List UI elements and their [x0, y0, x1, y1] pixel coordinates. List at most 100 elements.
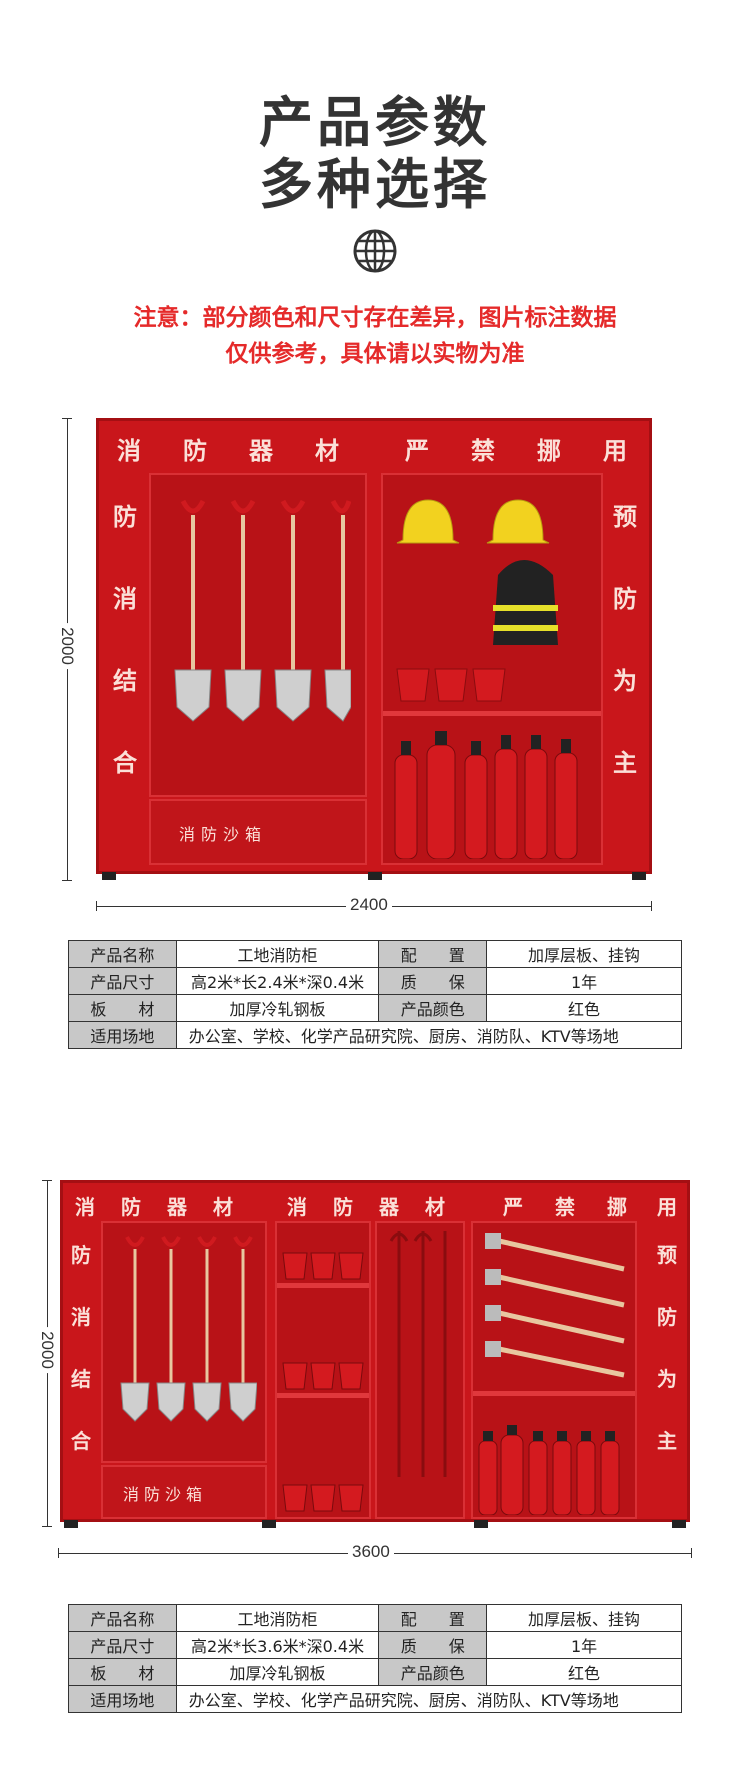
- cab-char: 主: [613, 749, 637, 777]
- height-label: 2000: [56, 623, 77, 669]
- cab-char: 材: [425, 1195, 445, 1219]
- fire-extinguishers-icon: [477, 1421, 631, 1516]
- dim-cap: [651, 901, 652, 911]
- cab-char: 禁: [471, 437, 495, 465]
- cab-char: 主: [657, 1429, 677, 1453]
- fire-buckets-icon: [281, 1361, 367, 1391]
- spec-value: 红色: [486, 1658, 682, 1686]
- cab-char: 防: [183, 437, 207, 465]
- dim-cap: [42, 1526, 52, 1527]
- cab-char: 挪: [537, 437, 561, 465]
- spec-key: 配 置: [378, 940, 488, 968]
- bucket-compartment: [275, 1221, 371, 1519]
- cab-char: 防: [113, 503, 137, 531]
- cab-char: 防: [121, 1195, 141, 1219]
- spec-value: 1年: [486, 967, 682, 995]
- width-label: 2400: [346, 895, 392, 915]
- tool-compartment: [149, 473, 367, 797]
- cab-char: 禁: [555, 1195, 575, 1219]
- cab-char: 严: [503, 1195, 523, 1219]
- width-label: 3600: [348, 1542, 394, 1562]
- equipment-compartment: [471, 1221, 637, 1519]
- cab-char: 防: [71, 1243, 91, 1267]
- sand-box: 消防沙箱: [149, 799, 367, 865]
- spec-key: 质 保: [378, 1631, 488, 1659]
- cab-char: 用: [603, 437, 627, 465]
- fire-buckets-icon: [281, 1251, 367, 1281]
- cab-char: 器: [249, 437, 273, 465]
- cab-char: 消: [113, 585, 137, 613]
- cab-char: 防: [657, 1305, 677, 1329]
- cab-char: 消: [71, 1305, 91, 1329]
- cab-char: 为: [657, 1367, 677, 1391]
- fire-axes-icon: [479, 1229, 629, 1379]
- dim-cap: [691, 1548, 692, 1558]
- cab-char: 结: [71, 1367, 91, 1391]
- cab-char: 器: [167, 1195, 187, 1219]
- cab-char: 消: [75, 1195, 95, 1219]
- cabinet-foot: [64, 1520, 78, 1528]
- spec-value: 加厚层板、挂钩: [486, 940, 682, 968]
- globe-icon: [352, 228, 398, 274]
- fire-cabinet-3600: 消防沙箱: [60, 1180, 690, 1522]
- height-label: 2000: [36, 1327, 57, 1373]
- cab-char: 预: [657, 1243, 677, 1267]
- fire-cabinet-2400: 消防沙箱: [96, 418, 652, 874]
- cab-char: 消: [287, 1195, 307, 1219]
- cab-char: 挪: [607, 1195, 627, 1219]
- cab-char: 严: [405, 437, 429, 465]
- spec-key: 适用场地: [68, 1685, 177, 1713]
- shelf: [277, 1283, 369, 1288]
- page-title-line1: 产品参数: [259, 91, 491, 154]
- cabinet-foot: [632, 872, 646, 880]
- spec-key: 板 材: [68, 1658, 177, 1686]
- cab-char: 消: [117, 437, 141, 465]
- table-row: 板 材 加厚冷轧钢板 产品颜色 红色: [68, 994, 682, 1022]
- cab-char: 为: [613, 667, 637, 695]
- cab-char: 合: [113, 749, 137, 777]
- cabinet-foot: [262, 1520, 276, 1528]
- page-title-line2: 多种选择: [259, 153, 491, 216]
- spec-key: 配 置: [378, 1604, 488, 1632]
- table-row: 产品尺寸 高2米*长3.6米*深0.4米 质 保 1年: [68, 1631, 682, 1659]
- cabinet-foot: [474, 1520, 488, 1528]
- sand-box-label: 消防沙箱: [179, 825, 268, 844]
- fire-extinguishers-icon: [391, 725, 597, 860]
- spec-value: 1年: [486, 1631, 682, 1659]
- spec-value: 工地消防柜: [175, 1604, 380, 1632]
- cab-char: 材: [213, 1195, 233, 1219]
- dim-cap: [62, 880, 72, 881]
- equipment-compartment: [381, 473, 603, 865]
- table-row: 产品尺寸 高2米*长2.4米*深0.4米 质 保 1年: [68, 967, 682, 995]
- spec-key: 产品名称: [68, 1604, 177, 1632]
- spec-key: 产品颜色: [378, 994, 488, 1022]
- spec-key: 适用场地: [68, 1021, 177, 1049]
- cab-char: 合: [71, 1429, 91, 1453]
- fire-buckets-icon: [281, 1483, 367, 1513]
- notice-line2: 仅供参考，具体请以实物为准: [225, 341, 525, 367]
- sand-box: 消防沙箱: [101, 1465, 267, 1519]
- cab-char: 防: [333, 1195, 353, 1219]
- shovels-icon: [171, 495, 352, 725]
- spec-value: 红色: [486, 994, 682, 1022]
- shelf: [277, 1393, 369, 1398]
- cab-char: 防: [613, 585, 637, 613]
- spec-value: 加厚冷轧钢板: [175, 1658, 380, 1686]
- shovels-icon: [117, 1233, 258, 1423]
- spec-key: 板 材: [68, 994, 177, 1022]
- shelf: [473, 1391, 635, 1396]
- spec-key: 产品尺寸: [68, 1631, 177, 1659]
- cabinet-foot: [368, 872, 382, 880]
- table-row: 板 材 加厚冷轧钢板 产品颜色 红色: [68, 1658, 682, 1686]
- cab-char: 器: [379, 1195, 399, 1219]
- spec-value: 加厚层板、挂钩: [486, 1604, 682, 1632]
- cab-char: 预: [613, 503, 637, 531]
- spec-value: 高2米*长3.6米*深0.4米: [175, 1631, 380, 1659]
- spec-key: 产品名称: [68, 940, 177, 968]
- spec-value: 高2米*长2.4米*深0.4米: [175, 967, 380, 995]
- spec-table: 产品名称 工地消防柜 配 置 加厚层板、挂钩 产品尺寸 高2米*长2.4米*深0…: [68, 940, 683, 1049]
- hook-compartment: [375, 1221, 465, 1519]
- fire-hooks-icon: [387, 1227, 457, 1487]
- spec-value: 办公室、学校、化学产品研究院、厨房、消防队、KTV等场地: [175, 1021, 683, 1049]
- notice-line1: 注意：部分颜色和尺寸存在差异，图片标注数据: [133, 305, 617, 331]
